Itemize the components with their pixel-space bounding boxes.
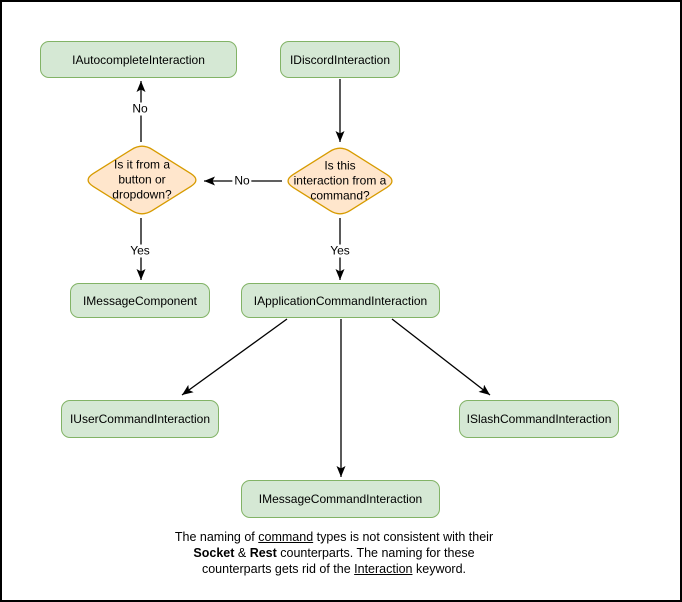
edge-application-to-user-command (181, 318, 288, 396)
note-bold-rest: Rest (249, 546, 277, 560)
decision-button-or-dropdown-shape[interactable] (87, 145, 197, 215)
decision-from-command-shape[interactable] (287, 147, 393, 215)
node-label: IAutocompleteInteraction (72, 52, 205, 67)
edge-application-to-slash-command (391, 318, 491, 396)
node-autocomplete-interaction[interactable]: IAutocompleteInteraction (40, 41, 237, 78)
note-line-2: Socket & Rest counterparts. The naming f… (132, 545, 536, 561)
note-bold-socket: Socket (193, 546, 235, 560)
note-text: The naming of command types is not consi… (132, 529, 536, 577)
node-application-command-interaction[interactable]: IApplicationCommandInteraction (241, 283, 440, 318)
note-text-part: counterparts. The naming for these (276, 546, 475, 560)
note-line-3: counterparts gets rid of the Interaction… (132, 561, 536, 577)
node-message-command-interaction[interactable]: IMessageCommandInteraction (241, 480, 440, 518)
node-message-component[interactable]: IMessageComponent (70, 283, 210, 318)
node-label: IMessageComponent (82, 293, 198, 308)
edge-label-yes-message-component: Yes (128, 243, 152, 258)
note-underlined-command: command (258, 530, 314, 544)
note-text-part: counterparts gets rid of the (201, 562, 355, 576)
note-text-part: The naming of (174, 530, 259, 544)
node-discord-interaction[interactable]: IDiscordInteraction (280, 41, 400, 78)
edge-label-no-button-dropdown: No (232, 173, 252, 188)
note-text-part: & (234, 546, 250, 560)
node-slash-command-interaction[interactable]: ISlashCommandInteraction (459, 400, 619, 438)
node-label: IMessageCommandInteraction (258, 492, 423, 506)
node-label: IDiscordInteraction (289, 52, 391, 67)
node-label: IUserCommandInteraction (69, 412, 211, 426)
node-label: ISlashCommandInteraction (466, 412, 612, 426)
edge-label-yes-application-command: Yes (328, 243, 352, 258)
node-user-command-interaction[interactable]: IUserCommandInteraction (61, 400, 219, 438)
note-line-1: The naming of command types is not consi… (132, 529, 536, 545)
note-underlined-interaction: Interaction (354, 562, 413, 576)
edge-label-no-autocomplete: No (130, 101, 150, 116)
node-label: IApplicationCommandInteraction (253, 293, 428, 308)
note-text-part: keyword. (412, 562, 467, 576)
note-text-part: types is not consistent with their (313, 530, 494, 544)
